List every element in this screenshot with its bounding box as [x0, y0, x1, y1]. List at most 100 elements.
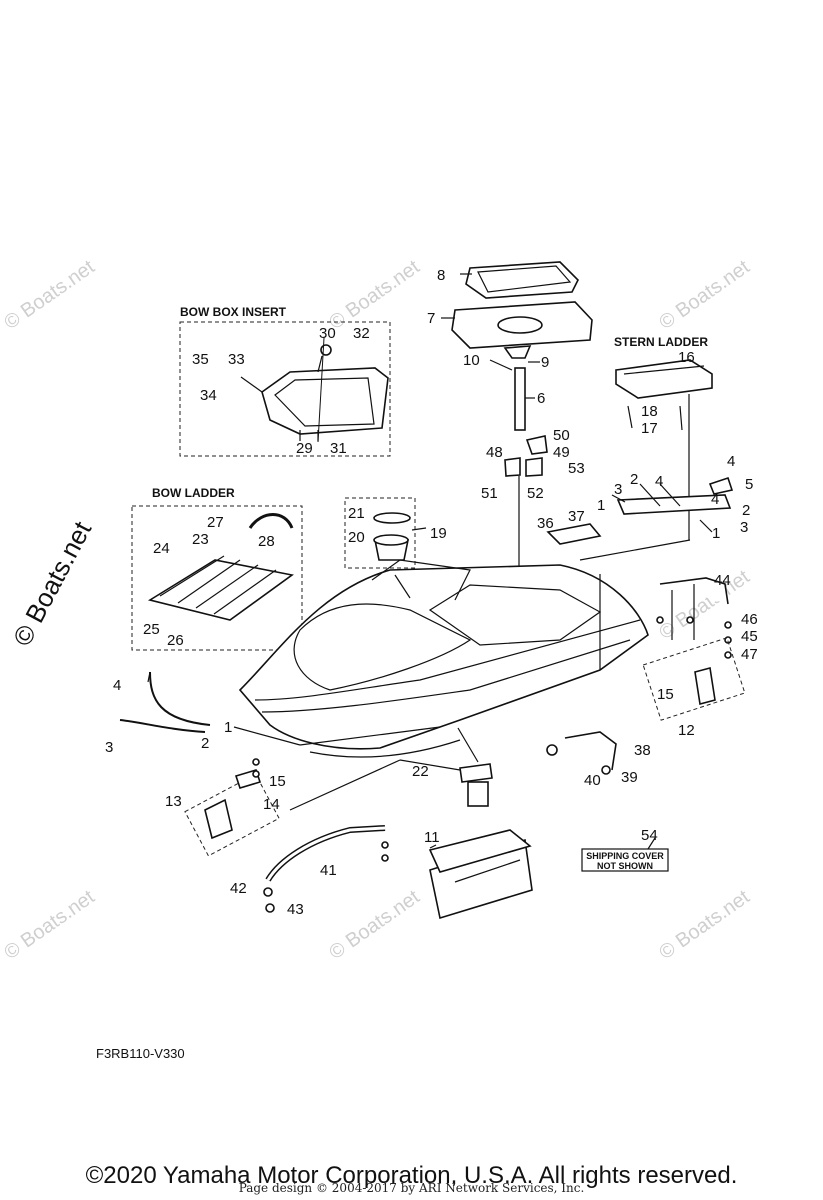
part-label-21: 21 [348, 505, 365, 522]
copyright-notice: ©2020 Yamaha Motor Corporation, U.S.A. A… [85, 1162, 738, 1189]
part-label-22: 22 [412, 763, 429, 780]
cleat-part [694, 666, 716, 706]
part-label-27: 27 [207, 514, 224, 531]
shipping-cover-box [581, 848, 669, 872]
part-label-41: 41 [320, 862, 337, 879]
left-cleat-part [204, 798, 233, 840]
part-label-17: 17 [641, 420, 658, 437]
shipping-cover-line1: SHIPPING COVER [586, 851, 664, 861]
part-label-20: 20 [348, 529, 365, 546]
seat-pedestal-group [451, 261, 593, 580]
part-labels: 8 7 10 9 6 50 48 49 53 51 52 30 32 35 33… [105, 267, 758, 918]
part-label-16: 16 [678, 349, 695, 366]
part-label-5: 5 [745, 476, 753, 493]
watermark-dark: © Boats.net [7, 516, 98, 651]
side-handle-part [564, 731, 617, 771]
grab-handle-part [546, 523, 602, 545]
shipping-cover-note: SHIPPING COVER NOT SHOWN [581, 837, 669, 872]
part-label-4-stern: 4 [727, 453, 735, 470]
cup-holder-frame [344, 497, 416, 569]
cooler-group [428, 829, 533, 920]
part-label-18: 18 [641, 403, 658, 420]
watermark: © Boats.net [325, 886, 424, 964]
part-label-38: 38 [634, 742, 651, 759]
part-label-54: 54 [641, 827, 658, 844]
part-label-53: 53 [568, 460, 585, 477]
watermark: © Boats.net [655, 886, 754, 964]
part-label-15-left: 15 [269, 773, 286, 790]
boat-hull-group [238, 559, 649, 758]
part-label-4-top: 4 [655, 473, 663, 490]
part-label-46: 46 [741, 611, 758, 628]
part-label-26: 26 [167, 632, 184, 649]
clamp-part [525, 435, 548, 455]
part-label-3-right: 3 [740, 519, 748, 536]
part-label-2-right: 2 [742, 502, 750, 519]
part-22-group [459, 763, 493, 807]
part-label-50: 50 [553, 427, 570, 444]
part-label-25: 25 [143, 621, 160, 638]
part-41-group [263, 825, 389, 913]
bow-ladder-frame [131, 505, 303, 651]
pedestal-post-part [514, 367, 526, 431]
part-label-43: 43 [287, 901, 304, 918]
part-label-4-left: 4 [113, 677, 121, 694]
part-label-11: 11 [424, 829, 440, 846]
shipping-cover-line2: NOT SHOWN [597, 861, 653, 871]
part-label-44: 44 [714, 572, 731, 589]
part-label-2-left: 2 [201, 735, 209, 752]
part-label-2-top: 2 [630, 471, 638, 488]
drink-holder-part [459, 763, 493, 783]
diagram-code: F3RB110-V330 [96, 1046, 185, 1061]
bow-ladder-group: BOW LADDER [131, 486, 303, 651]
part-label-3-left: 3 [105, 739, 113, 756]
part-label-49: 49 [553, 444, 570, 461]
bow-box-insert-title: BOW BOX INSERT [180, 305, 287, 319]
part-label-10: 10 [463, 352, 480, 369]
part-label-48: 48 [486, 444, 503, 461]
part-label-51: 51 [481, 485, 498, 502]
part-label-47: 47 [741, 646, 758, 663]
bow-box-insert-part [261, 367, 389, 435]
part-label-14: 14 [263, 796, 280, 813]
part-label-52: 52 [527, 485, 544, 502]
part-label-1-left: 1 [224, 719, 232, 736]
part-label-7: 7 [427, 310, 435, 327]
part-label-9: 9 [541, 354, 549, 371]
part-label-34: 34 [200, 387, 217, 404]
watermark: © Boats.net [0, 886, 99, 964]
part-label-12: 12 [678, 722, 695, 739]
rail-hardware-group [546, 476, 746, 775]
part-label-6: 6 [537, 390, 545, 407]
part-label-24: 24 [153, 540, 170, 557]
part-label-39: 39 [621, 769, 638, 786]
watermark: © Boats.net [655, 256, 754, 334]
swivel-part [503, 345, 532, 359]
rail-part [616, 494, 732, 515]
part-label-19: 19 [430, 525, 447, 542]
part-label-42: 42 [230, 880, 247, 897]
bow-box-insert-inner [274, 377, 375, 427]
stern-ladder-part [615, 359, 713, 399]
seat-cushion-part [465, 261, 579, 299]
part-label-29: 29 [296, 440, 313, 457]
part-label-4-rail: 4 [711, 491, 719, 508]
part-label-8: 8 [437, 267, 445, 284]
part-label-33: 33 [228, 351, 245, 368]
cup-ring-part [373, 512, 411, 524]
boat-hull-part [238, 564, 649, 750]
part-label-35: 35 [192, 351, 209, 368]
cables-group [119, 671, 211, 733]
stern-ladder-title: STERN LADDER [614, 335, 708, 349]
part-label-31: 31 [330, 440, 347, 457]
stern-ladder-group: STERN LADDER [614, 335, 713, 540]
part-label-36: 36 [537, 515, 554, 532]
cup-holder-group [344, 497, 416, 569]
watermark: © Boats.net [0, 256, 99, 334]
part-label-32: 32 [353, 325, 370, 342]
part-label-3-top: 3 [614, 481, 622, 498]
bow-box-insert-frame [179, 321, 391, 457]
part-label-45: 45 [741, 628, 758, 645]
part-label-30: 30 [319, 325, 336, 342]
